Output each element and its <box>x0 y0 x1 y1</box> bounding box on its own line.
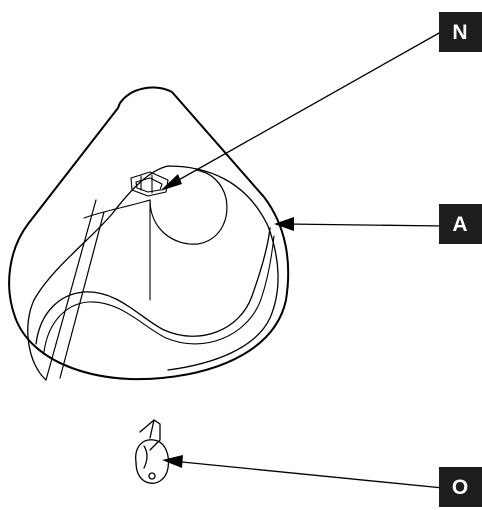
socket-cup-outline <box>149 169 228 245</box>
shade-material-fold-inner <box>43 235 275 353</box>
callout-o-label: O <box>452 476 468 499</box>
bulb-part-drawing <box>135 419 170 484</box>
leader-line-n <box>167 27 449 187</box>
shade-interior-seam <box>83 199 151 219</box>
shade-inner-rim <box>27 165 279 381</box>
leader-line-a <box>285 223 445 227</box>
leader-arrow-n <box>160 174 182 191</box>
lamp-shade-drawing <box>8 86 290 484</box>
shade-interior-left-wall <box>45 199 105 381</box>
callout-o-box <box>439 467 482 507</box>
leader-lines <box>160 27 449 489</box>
callout-a: A <box>439 204 482 244</box>
callout-n-label: N <box>452 21 467 44</box>
leader-arrow-o <box>162 455 183 468</box>
callout-n-box <box>439 12 482 52</box>
callout-a-box <box>439 204 482 244</box>
leader-line-o <box>171 460 444 489</box>
socket-switch-detail <box>130 171 169 197</box>
shade-material-fold <box>35 227 271 345</box>
callout-a-label: A <box>452 213 467 236</box>
callout-n: N <box>439 12 482 52</box>
shade-outer-outline <box>8 86 290 380</box>
callout-o: O <box>439 467 482 507</box>
leader-arrow-a <box>274 217 294 231</box>
